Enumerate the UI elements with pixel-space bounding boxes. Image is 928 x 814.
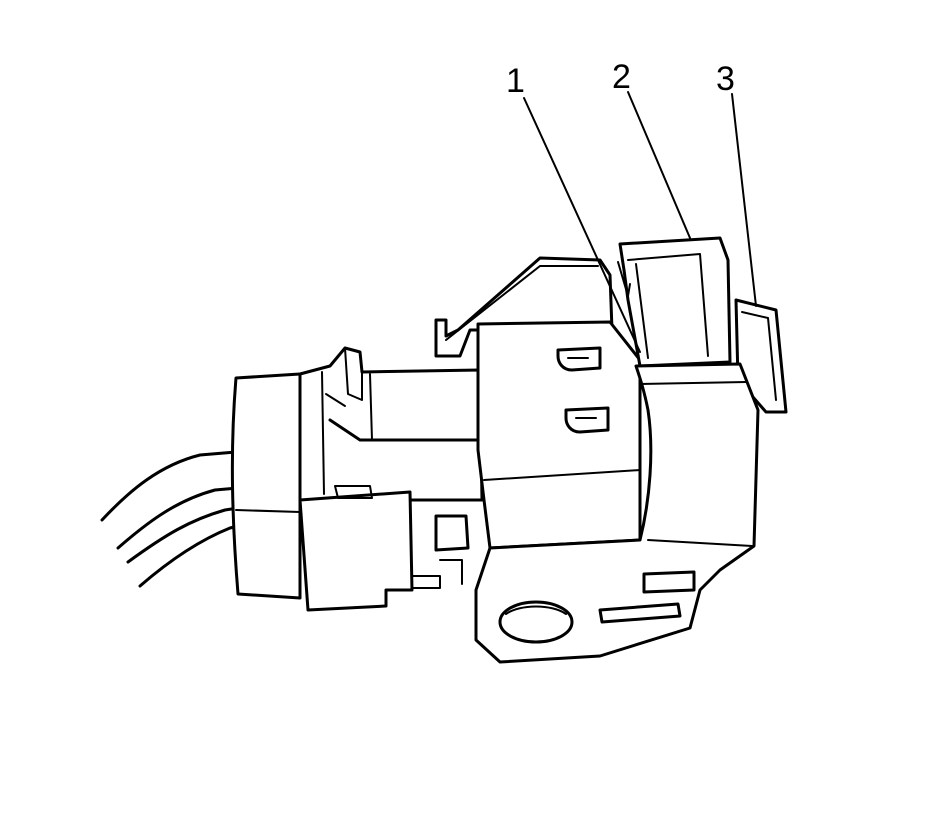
callout-number-3: 3 <box>716 60 735 98</box>
connector-body <box>298 346 484 612</box>
mounting-bracket <box>474 362 760 664</box>
connector-housing <box>476 320 642 550</box>
leader-line-2 <box>627 91 691 239</box>
callout-number-1: 1 <box>506 62 525 100</box>
wire-harness <box>100 450 240 588</box>
leader-line-1 <box>523 97 641 353</box>
housing-ridge <box>434 256 614 358</box>
connector-position-assurance-lock <box>617 236 732 368</box>
leader-line-3 <box>731 93 757 307</box>
connector-boot <box>230 372 302 600</box>
callout-number-2: 2 <box>612 58 631 96</box>
leader-lines <box>523 91 757 353</box>
